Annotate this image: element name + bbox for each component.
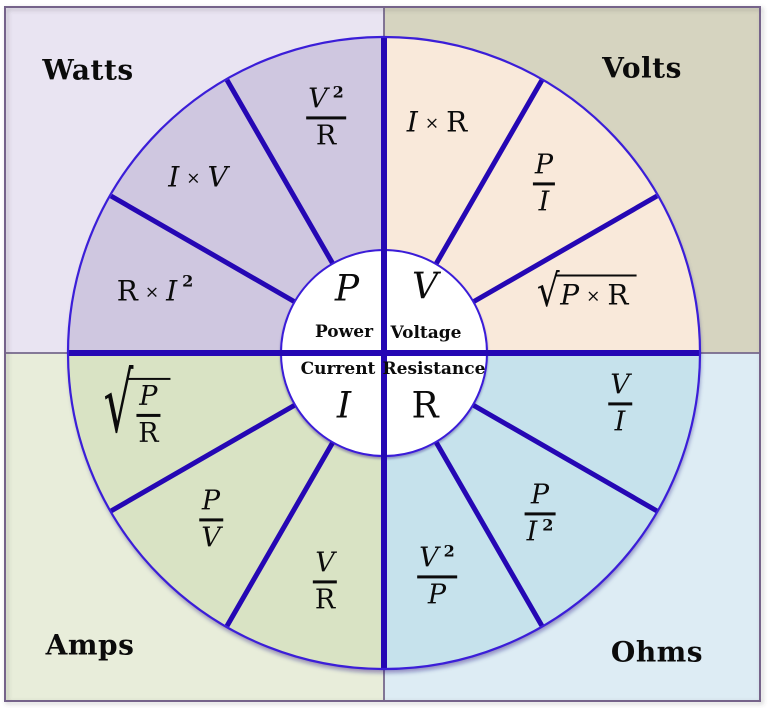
numerator: P <box>534 149 554 181</box>
divider-30 <box>471 402 659 514</box>
center-symbol-power: P <box>334 268 360 310</box>
formula-watts-i-times-v: I × V <box>168 160 228 194</box>
fraction-bar <box>524 512 556 516</box>
exponent: 2 <box>542 515 554 535</box>
center-word-current: Current <box>300 359 376 379</box>
formula-volts-i-times-r: I × R <box>406 105 468 139</box>
center-word-resistance: Resistance <box>382 359 486 379</box>
outer-rim-circle <box>66 35 702 671</box>
ohms-label: Ohms <box>610 635 704 669</box>
fraction: V R <box>312 547 338 616</box>
denominator: R <box>315 120 337 152</box>
formula-volts-sqrt-p-times-r: √ P × R <box>537 269 637 313</box>
fraction: P I <box>532 149 556 218</box>
fraction: P V <box>199 487 223 552</box>
ohms-sector <box>384 353 700 669</box>
center-word-voltage: Voltage <box>390 323 462 343</box>
fraction-bar <box>306 116 346 120</box>
center-symbol-current: I <box>336 385 352 427</box>
center-word-power: Power <box>314 322 374 342</box>
fraction-bar <box>532 182 556 186</box>
formula-amps-p-over-v: P V <box>199 487 223 552</box>
radical-sign: √ <box>536 265 560 318</box>
outer-frame <box>4 6 761 702</box>
radical-sign: √ <box>103 355 134 452</box>
denominator: I <box>538 186 550 218</box>
fraction-bar <box>136 414 161 417</box>
denominator: P <box>427 579 447 611</box>
volts-label: Volts <box>602 51 682 85</box>
formula-amps-sqrt-p-over-r: √ P R <box>103 362 171 449</box>
multiply-sign: × <box>186 168 201 188</box>
fraction-bar <box>608 402 632 406</box>
divider-210 <box>109 193 297 305</box>
radicand: P × R <box>555 274 637 312</box>
wheel-sectors <box>68 37 700 669</box>
numerator: P <box>530 479 550 511</box>
formula-amps-v-over-r: V R <box>312 547 338 616</box>
multiply-sign: × <box>424 113 440 133</box>
denominator: R <box>314 584 336 616</box>
numerator: P <box>201 485 221 517</box>
numerator: V <box>315 547 335 579</box>
divider-240 <box>224 78 336 266</box>
formula-volts-p-over-i: P I <box>532 149 556 218</box>
center-symbol-resistance: R <box>411 385 439 427</box>
amps-label: Amps <box>45 628 135 662</box>
watts-sector <box>68 37 384 353</box>
radicand-fraction: P R <box>128 377 171 449</box>
volts-sector <box>384 37 700 353</box>
numerator: V <box>610 369 630 401</box>
fraction: V I <box>608 371 632 436</box>
divider-120 <box>224 440 336 628</box>
formula-ohms-v-over-i: V I <box>608 371 632 436</box>
divider-150 <box>109 402 297 514</box>
divider-60 <box>433 440 545 628</box>
sector-divider-lines <box>109 78 659 628</box>
exponent: 2 <box>182 271 194 291</box>
fraction-bar <box>199 518 223 522</box>
divider-300 <box>433 78 545 266</box>
amps-sector <box>68 353 384 669</box>
center-symbol-voltage: V <box>412 266 438 308</box>
numerator: P <box>139 380 158 412</box>
exponent: 2 <box>443 541 455 561</box>
denominator: R <box>138 417 159 449</box>
exponent: 2 <box>332 82 344 102</box>
multiply-sign: × <box>144 282 160 302</box>
fraction-bar <box>312 580 338 584</box>
denominator: V <box>201 522 221 554</box>
denominator: I <box>614 406 626 438</box>
watts-label: Watts <box>42 53 134 87</box>
multiply-sign: × <box>586 286 601 306</box>
fraction-bar <box>417 575 457 579</box>
divider-330 <box>471 193 659 305</box>
formula-watts-r-times-i-squared: R × I 2 <box>116 271 194 308</box>
